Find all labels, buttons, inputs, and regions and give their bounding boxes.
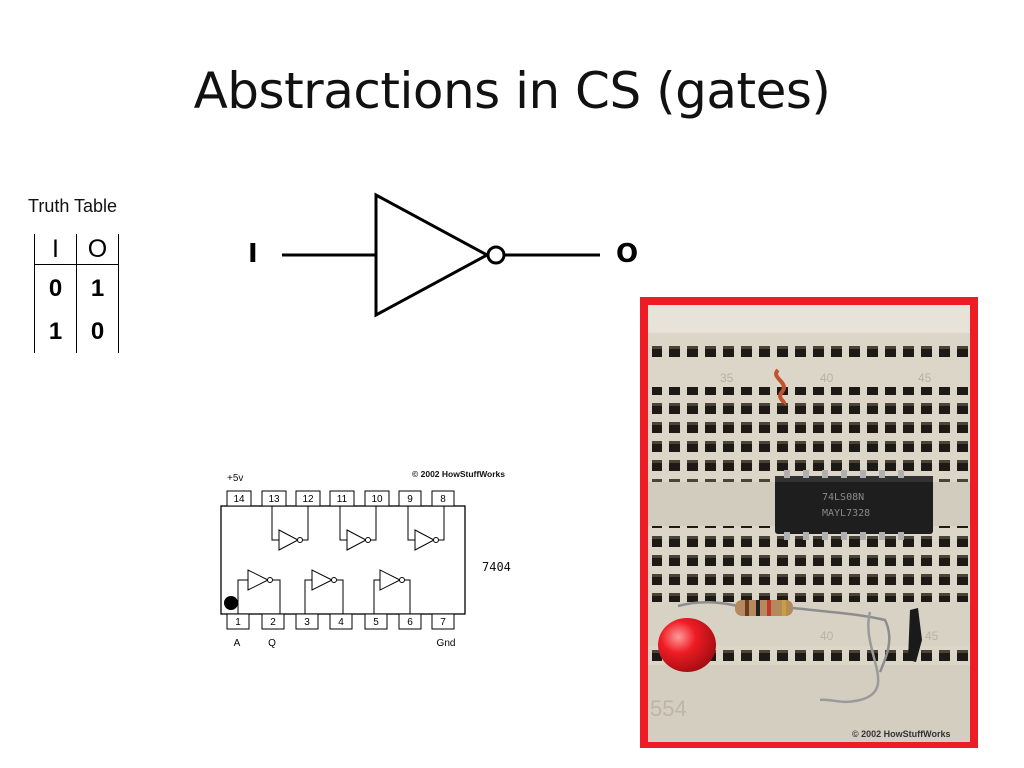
chip-pin-label: 13 xyxy=(268,494,280,505)
chip-diagram-copyright: © 2002 HowStuffWorks xyxy=(412,469,505,479)
chip-pin-label: 3 xyxy=(304,617,310,628)
chip-pin xyxy=(431,613,455,630)
chip-pin-label: 7 xyxy=(440,617,446,628)
pin-a-label: A xyxy=(234,638,241,649)
chip-pin xyxy=(364,490,390,507)
chip-pin xyxy=(261,490,287,507)
gate-output-label: O xyxy=(616,239,639,269)
gate-input-label: I xyxy=(248,239,258,269)
truth-table-row: 0 1 xyxy=(34,264,119,311)
board-number: 554 xyxy=(650,696,687,721)
truth-table-cell: 1 xyxy=(76,264,119,311)
chip-pin-label: 14 xyxy=(233,494,245,505)
chip-pin-label: 11 xyxy=(337,494,348,505)
truth-table: I O 0 1 1 0 xyxy=(34,234,119,353)
chip-pin-label: 10 xyxy=(371,494,383,505)
truth-table-caption: Truth Table xyxy=(28,196,118,216)
chip-top-pins: 14 13 12 11 10 9 8 xyxy=(226,490,455,507)
chip-pin xyxy=(226,490,252,507)
chip-pin xyxy=(295,613,319,630)
row-number: 45 xyxy=(918,371,932,385)
chip-pin-label: 1 xyxy=(235,617,241,628)
jumper-wire xyxy=(774,368,787,406)
chip-pin xyxy=(329,490,355,507)
pin-gnd-label: Gnd xyxy=(437,638,456,649)
chip-pin xyxy=(261,613,285,630)
chip-part-number: 7404 xyxy=(482,560,511,574)
chip-pin-label: 8 xyxy=(440,494,446,505)
row-number: 40 xyxy=(820,371,834,385)
chip-pin-label: 5 xyxy=(373,617,379,628)
chip-marking: MAYL7328 xyxy=(822,508,870,519)
slide-title: Abstractions in CS (gates) xyxy=(193,62,831,120)
truth-table-header-row: I O xyxy=(34,234,119,265)
chip-pin-label: 2 xyxy=(270,617,276,628)
pin-q-label: Q xyxy=(268,638,276,649)
chip-pin xyxy=(364,613,388,630)
chip-pin xyxy=(329,613,353,630)
chip-pin-label: 4 xyxy=(338,617,344,628)
lower-inverters xyxy=(237,569,411,614)
breadboard-chip xyxy=(775,476,933,534)
truth-table-row: 1 0 xyxy=(34,311,119,353)
chip-pin-label: 6 xyxy=(407,617,413,628)
wire xyxy=(819,611,880,704)
chip-pin-label: 9 xyxy=(407,494,413,505)
chip-pin-label: 12 xyxy=(302,494,314,505)
row-number: 45 xyxy=(925,629,939,643)
row-number: 40 xyxy=(820,629,834,643)
chip-pin xyxy=(431,490,455,507)
truth-table-header-o: O xyxy=(76,234,119,265)
led xyxy=(658,618,716,672)
capacitor xyxy=(908,608,922,662)
photo-copyright: © 2002 HowStuffWorks xyxy=(852,729,951,739)
resistor xyxy=(735,600,793,616)
chip-power-label: +5v xyxy=(227,473,243,484)
truth-table-cell: 1 xyxy=(34,311,77,353)
truth-table-cell: 0 xyxy=(34,264,77,311)
row-number: 35 xyxy=(720,371,734,385)
chip-pin xyxy=(398,490,422,507)
resistor-lead xyxy=(677,601,739,608)
truth-table-cell: 0 xyxy=(76,311,119,353)
chip-bottom-pins: 1 2 3 4 5 6 7 xyxy=(226,613,455,630)
chip-marking: 74LS08N xyxy=(822,492,864,503)
truth-table-header-i: I xyxy=(34,234,77,265)
upper-inverters xyxy=(271,506,445,551)
pin-one-marker xyxy=(224,596,238,610)
